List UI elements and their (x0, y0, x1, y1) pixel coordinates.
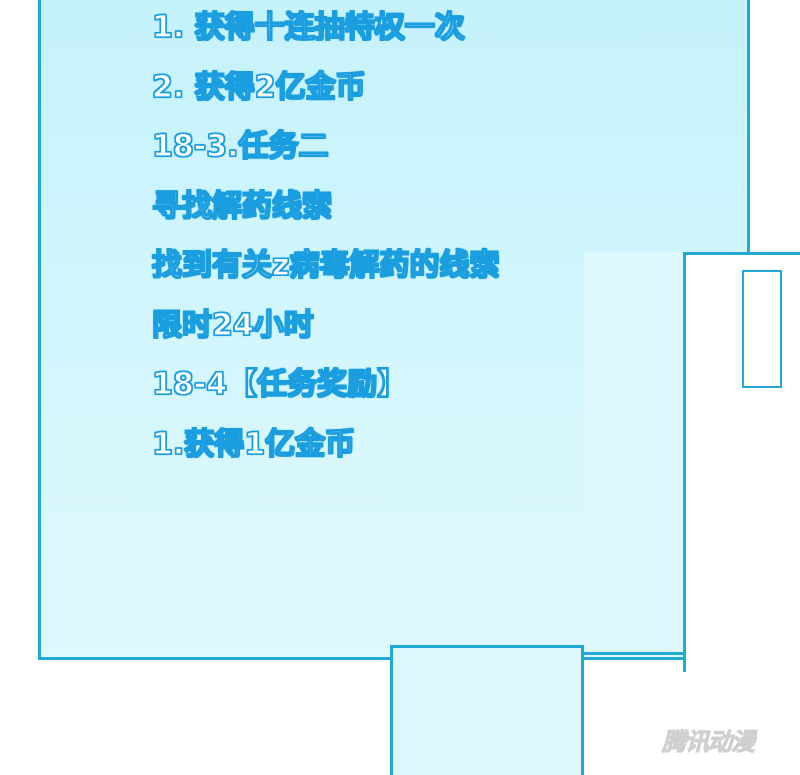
text-line: 限时24小时 (151, 307, 314, 343)
comic-panel-lower (390, 645, 584, 775)
watermark-logo: 腾讯动漫 (662, 728, 756, 757)
system-message-text: 1. 获得十连抽特权一次 2. 获得2亿金币 18-3.任务二 寻找解药线索 找… (151, 8, 500, 484)
comic-panel-main-lower-right (584, 252, 686, 655)
text-line: 找到有关z病毒解药的线索 (151, 247, 500, 283)
text-line: 2. 获得2亿金币 (151, 69, 366, 105)
text-line: 18-4【任务奖励】 (151, 366, 408, 402)
text-line: 寻找解药线索 (151, 188, 332, 224)
text-line: 18-3.任务二 (151, 128, 329, 164)
text-line: 1. 获得十连抽特权一次 (151, 9, 465, 45)
text-line: 1.获得1亿金币 (151, 426, 356, 462)
comic-panel-small (742, 270, 782, 388)
